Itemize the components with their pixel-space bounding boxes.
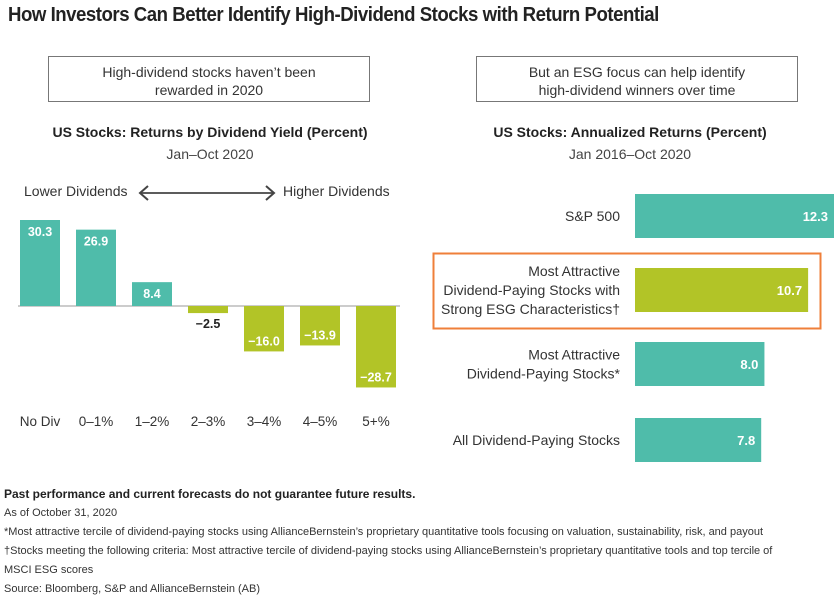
bar-0	[635, 194, 834, 238]
category-label: Most Attractive	[528, 347, 620, 363]
category-label: 5+%	[362, 414, 389, 429]
footnote-star: *Most attractive tercile of dividend-pay…	[4, 526, 763, 538]
category-label: 2–3%	[191, 414, 226, 429]
bar-value-label: 12.3	[803, 209, 828, 224]
category-label: 0–1%	[79, 414, 114, 429]
bar-value-label: 26.9	[84, 235, 108, 249]
footnote-dagger-line1: †Stocks meeting the following criteria: …	[4, 545, 773, 557]
category-label: No Div	[20, 414, 61, 429]
bar-value-label: 8.4	[143, 287, 160, 301]
bar-2	[132, 282, 172, 306]
bar-4	[244, 306, 284, 352]
bar-value-label: 8.0	[740, 357, 758, 372]
right-callout-line2: high-dividend winners over time	[538, 82, 736, 98]
as-of-date: As of October 31, 2020	[4, 507, 118, 519]
left-bar-chart: 30.3 No Div 26.9 0–1% 8.4 1–2% −2.5 2–3% −16.0 3–…	[18, 220, 400, 429]
left-callout-line2: rewarded in 2020	[154, 82, 264, 98]
left-chart-subtitle: Jan–Oct 2020	[166, 146, 254, 162]
bar-3	[635, 418, 762, 462]
right-chart-subtitle: Jan 2016–Oct 2020	[568, 146, 692, 162]
bar-3	[188, 306, 228, 314]
category-label: Most Attractive	[528, 263, 620, 279]
bar-0	[20, 220, 60, 306]
bar-value-label: 10.7	[777, 283, 802, 298]
bar-value-label: −2.5	[196, 317, 221, 331]
bar-1	[635, 268, 809, 312]
right-chart-title: US Stocks: Annualized Returns (Percent)	[493, 124, 767, 140]
bar-2	[635, 342, 765, 386]
left-callout-line1: High-dividend stocks haven’t been	[102, 64, 316, 80]
source-note: Source: Bloomberg, S&P and AllianceBerns…	[4, 583, 260, 595]
page-title: How Investors Can Better Identify High-D…	[8, 4, 659, 26]
disclaimer: Past performance and current forecasts d…	[4, 487, 416, 501]
footer-notes: Past performance and current forecasts d…	[4, 485, 836, 599]
bar-value-label: 30.3	[28, 225, 52, 239]
category-label: Dividend-Paying Stocks with	[443, 282, 620, 298]
right-callout-box: But an ESG focus can help identify high-…	[476, 56, 798, 102]
bar-value-label: −13.9	[304, 328, 336, 342]
highlight-box	[432, 252, 822, 330]
left-callout-box: High-dividend stocks haven’t been reward…	[48, 56, 370, 102]
bar-6	[356, 306, 396, 388]
category-label: 4–5%	[303, 414, 338, 429]
bar-5	[300, 306, 340, 346]
category-label: Dividend-Paying Stocks*	[467, 366, 621, 382]
higher-dividends-label: Higher Dividends	[283, 183, 390, 199]
category-label: Strong ESG Characteristics†	[441, 301, 620, 317]
category-label: 3–4%	[247, 414, 282, 429]
right-callout-line1: But an ESG focus can help identify	[528, 64, 746, 80]
double-arrow-icon	[138, 185, 276, 201]
category-label: S&P 500	[565, 208, 620, 224]
category-label: All Dividend-Paying Stocks	[453, 432, 620, 448]
footnote-dagger-line2: MSCI ESG scores	[4, 564, 94, 576]
bar-value-label: 7.8	[737, 433, 755, 448]
left-chart-title: US Stocks: Returns by Dividend Yield (Pe…	[52, 124, 368, 140]
bar-value-label: −16.0	[248, 334, 280, 348]
category-label: 1–2%	[135, 414, 170, 429]
bar-1	[76, 229, 116, 306]
bar-value-label: −28.7	[360, 370, 392, 384]
lower-dividends-label: Lower Dividends	[24, 183, 128, 199]
